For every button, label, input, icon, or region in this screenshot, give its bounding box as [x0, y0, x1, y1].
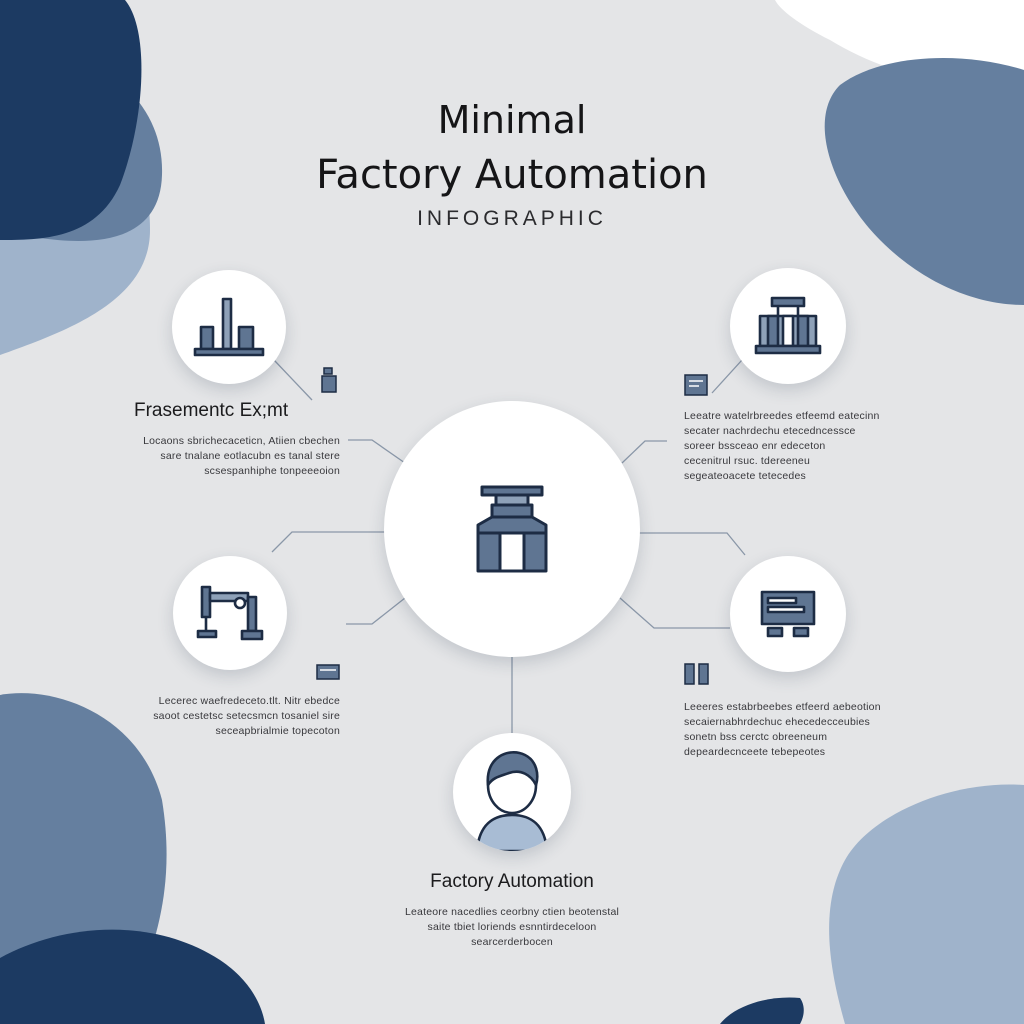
text-line: sare tnalane eotlacubn es tanal stere — [160, 450, 340, 462]
text-line: saite tbiet loriends esnntirdeceloon — [427, 921, 597, 933]
text-line: secaiernabhrdechuc ehecedecceubies — [684, 716, 871, 728]
section-top-right-text: Leeatre watelrbreedes etfeemd eatecinn s… — [684, 409, 904, 484]
connector-right-lower — [619, 597, 730, 629]
text-line: Leeeres estabrbeebes etfeerd aebeotion — [684, 701, 881, 713]
industrial-plant-icon — [193, 297, 265, 357]
section-bottom-text: Leateore nacedlies ceorbny ctien beotens… — [362, 905, 662, 950]
monitor-screen-icon — [760, 590, 816, 638]
node-bottom[interactable] — [453, 733, 571, 851]
text-line: seceapbrialmie topecoton — [215, 725, 340, 737]
title-line-2: Factory Automation — [316, 152, 708, 198]
text-line: searcerderbocen — [471, 936, 553, 948]
text-line: sonetn bss cerctc obreeneum — [684, 731, 828, 743]
blob-right-steel — [824, 58, 1024, 305]
text-line: Lecerec waefredeceto.tlt. Nitr ebedce — [158, 695, 340, 707]
connector-right-mid — [638, 532, 746, 556]
title-line-1: Minimal — [437, 98, 587, 142]
node-top-left[interactable] — [172, 270, 286, 384]
pump-icon — [321, 367, 337, 393]
text-line: Leateore nacedlies ceorbny ctien beotens… — [404, 906, 620, 918]
blob-bottom-right-navy — [720, 997, 804, 1024]
text-line: soreer bssceao enr edeceton — [684, 440, 826, 452]
connector-left-mid — [271, 531, 385, 553]
section-top-left-heading: Frasementc Ex;mt — [134, 400, 289, 421]
text-line: Leeatre watelrbreedes etfeemd eatecinn — [684, 410, 880, 422]
section-top-left-text: Locaons sbrichecaceticn, Atiien cbechen … — [130, 434, 340, 479]
connector-left-lower — [346, 597, 406, 625]
conveyor-icon — [316, 664, 340, 680]
robotic-arm-icon — [196, 585, 264, 641]
text-line: segeateoacete tetecedes — [684, 470, 806, 482]
connector-top-right — [711, 359, 743, 394]
section-mid-right-text: Leeeres estabrbeebes etfeerd aebeotion s… — [684, 700, 904, 760]
text-line: saoot cestetsc setecsmcn tosaniel sire — [153, 710, 340, 722]
node-mid-left[interactable] — [173, 556, 287, 670]
node-mid-right[interactable] — [730, 556, 846, 672]
control-panel-icon — [684, 374, 708, 396]
text-line: depeardecnceete tebepeotes — [684, 746, 826, 758]
text-line: Locaons sbrichecaceticn, Atiien cbechen — [143, 435, 340, 447]
center-node[interactable] — [384, 401, 640, 657]
node-top-right[interactable] — [730, 268, 846, 384]
blob-top-left-navy — [0, 0, 142, 240]
connector-top-left — [273, 359, 313, 401]
blob-bottom-right-light — [829, 784, 1024, 1024]
factory-building-icon — [476, 485, 548, 573]
text-line: cecenitrul rsuc. tdereeneu — [684, 455, 811, 467]
connector-left-upper — [348, 439, 406, 464]
blob-bottom-left-navy — [0, 929, 265, 1024]
section-bottom-heading: Factory Automation — [430, 871, 594, 892]
subtitle: INFOGRAPHIC — [417, 207, 607, 230]
worker-avatar-icon — [475, 751, 549, 851]
text-line: scsespanhiphe tonpeeeoion — [204, 465, 340, 477]
connector-right-upper — [621, 440, 667, 464]
section-mid-left-text: Lecerec waefredeceto.tlt. Nitr ebedce sa… — [126, 694, 340, 739]
factory-columns-icon — [754, 296, 822, 355]
text-line: secater nachrdechu etecedncessce — [684, 425, 856, 437]
server-rack-icon — [684, 663, 709, 685]
